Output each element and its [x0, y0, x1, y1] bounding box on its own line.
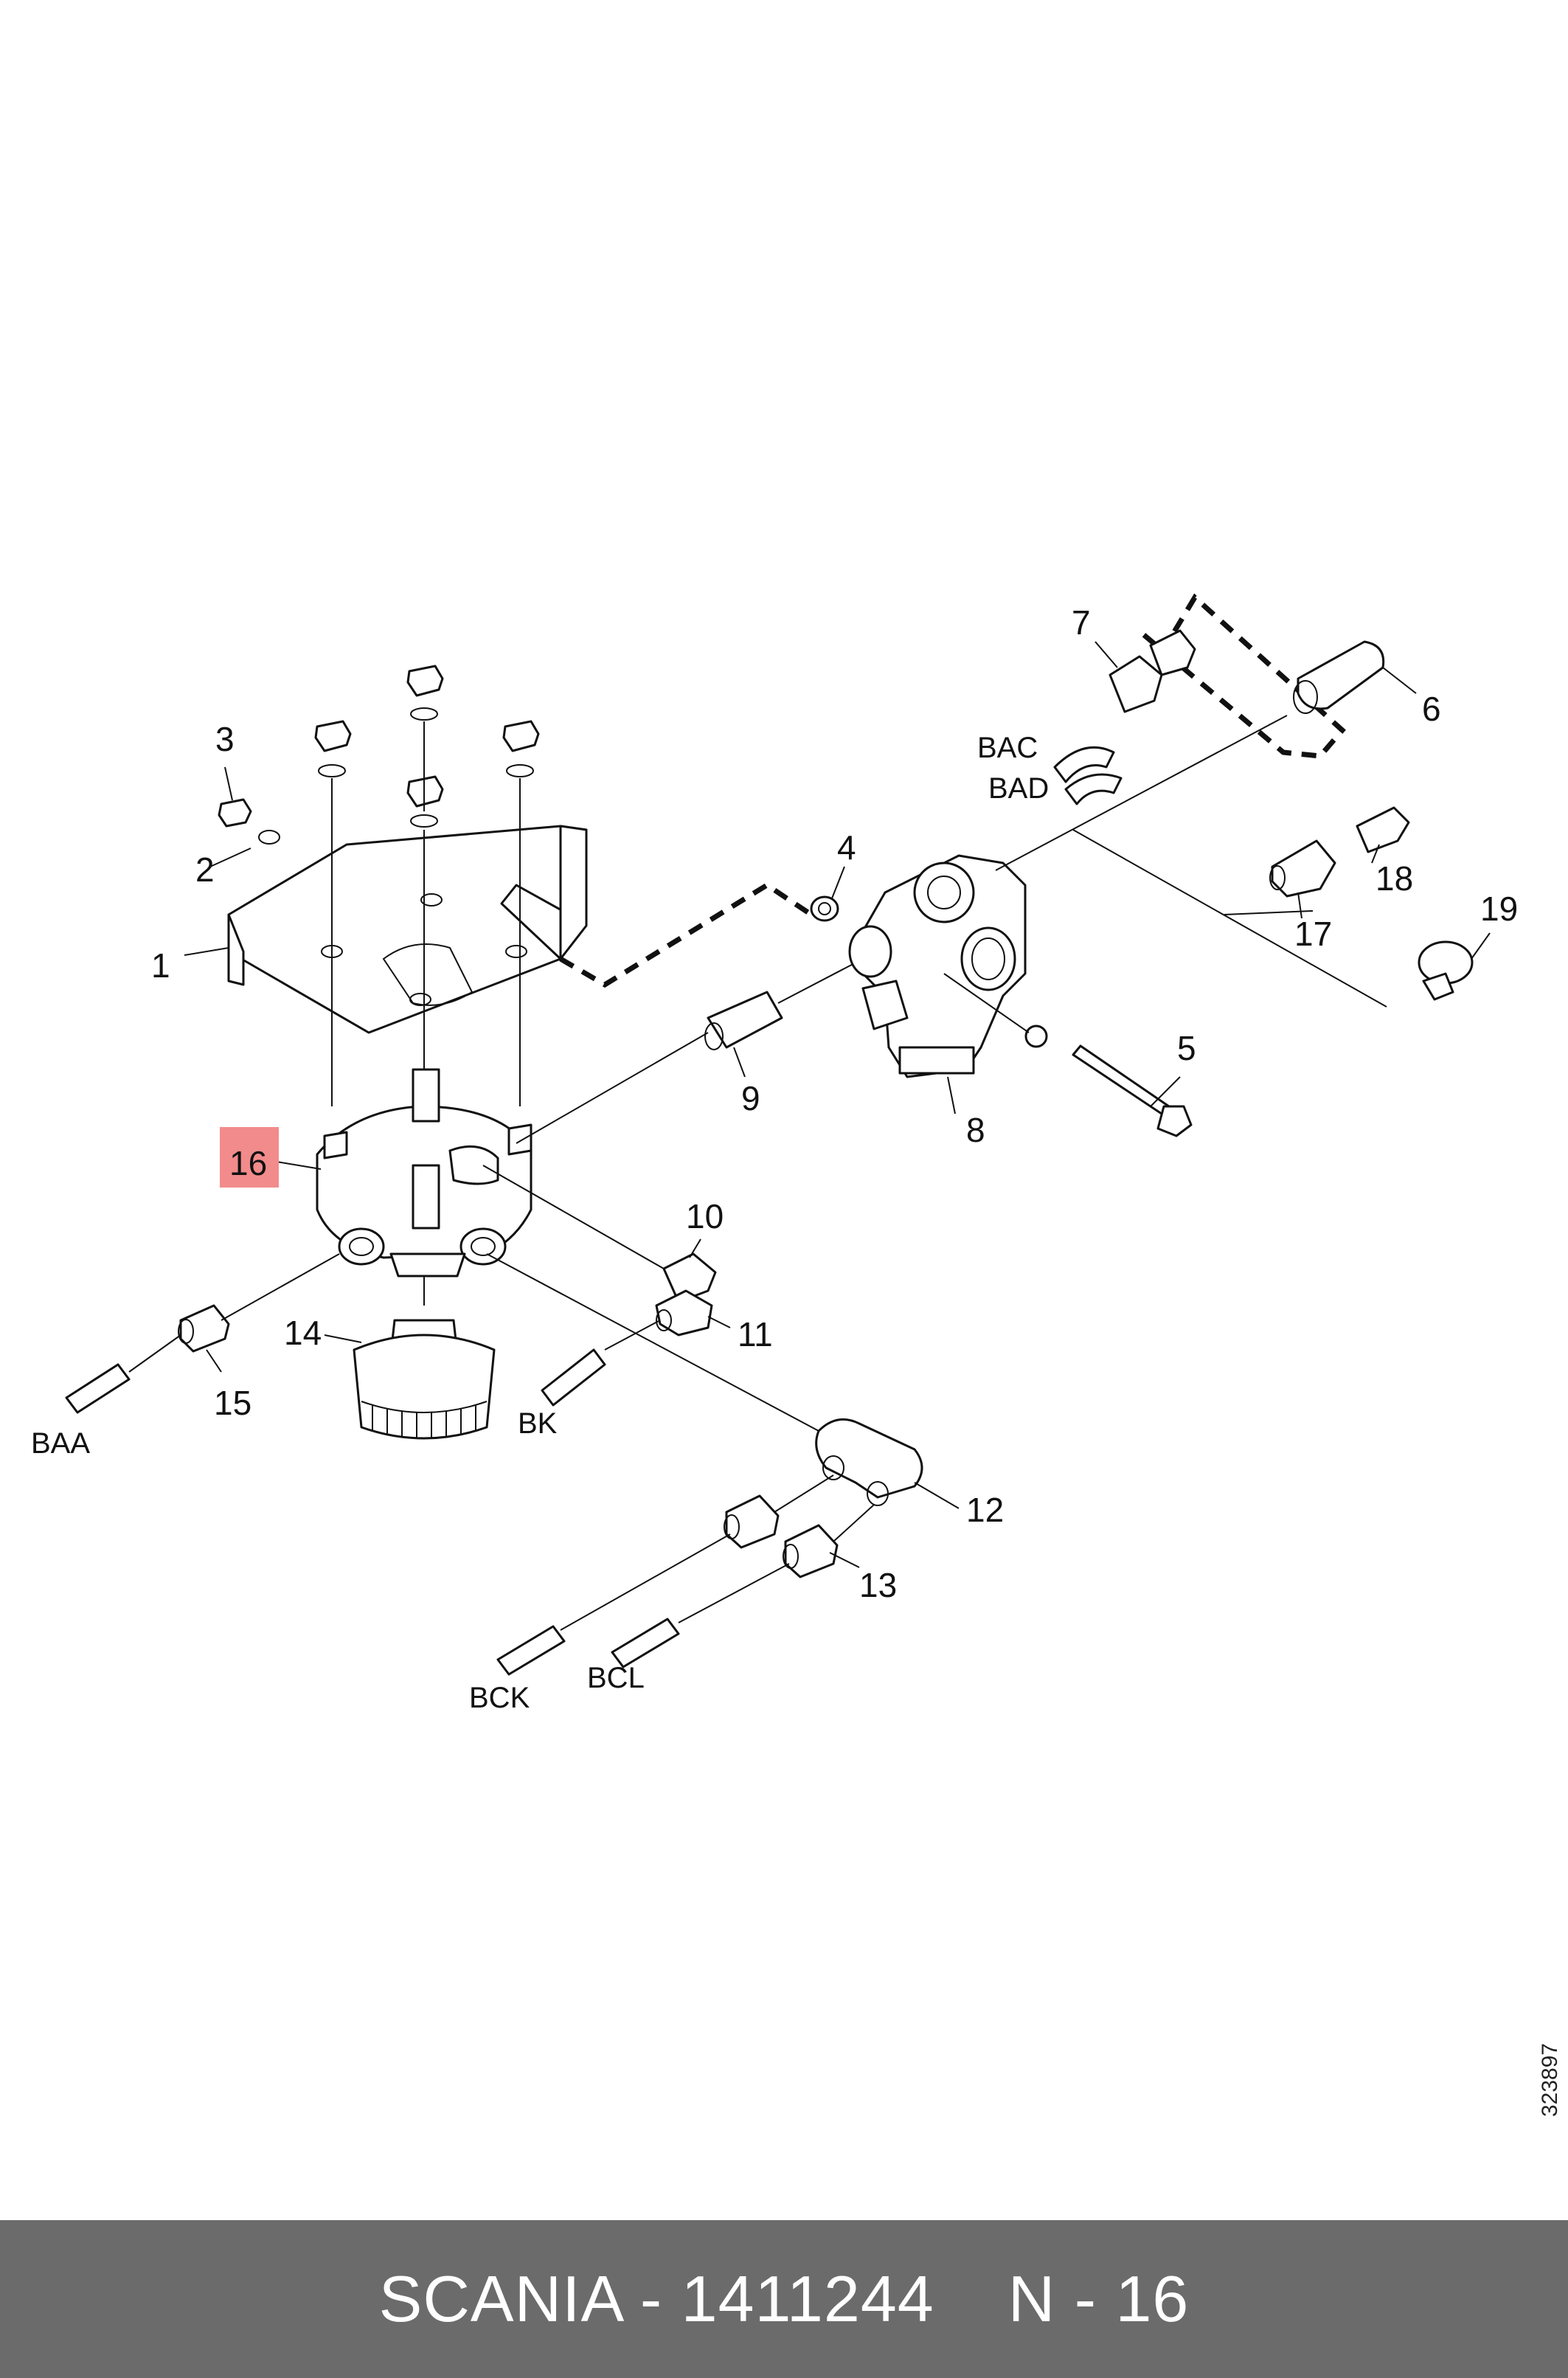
connection-bac: BAC — [977, 732, 1038, 764]
callout-leaders — [184, 641, 1491, 1568]
callout-2: 2 — [195, 850, 215, 889]
callout-9: 9 — [741, 1079, 760, 1117]
highlight-box-16 — [220, 1127, 279, 1188]
fittings-part-13 — [496, 1474, 875, 1676]
relay-valve-part-16 — [316, 1068, 533, 1278]
callout-4: 4 — [837, 828, 856, 867]
callout-12: 12 — [966, 1491, 1004, 1529]
connection-bk: BK — [518, 1407, 558, 1440]
callout-8: 8 — [966, 1111, 985, 1149]
connection-bcl: BCL — [587, 1662, 645, 1694]
callout-6: 6 — [1422, 690, 1441, 728]
fitting-part-7 — [1053, 629, 1196, 805]
callout-3: 3 — [215, 720, 235, 758]
fittings-part-17-18-19 — [1072, 806, 1474, 1008]
callout-15: 15 — [214, 1384, 251, 1422]
document-number: 323897 — [1538, 2042, 1562, 2117]
footer-bar: SCANIA - 1411244 N - 16 — [0, 2220, 1568, 2378]
connection-labels: BAA BK BCK BCL BAC BAD — [31, 732, 1049, 1714]
tee-part-12 — [486, 1253, 923, 1506]
bolt-part-5 — [943, 973, 1193, 1137]
connection-baa: BAA — [31, 1427, 90, 1460]
bracket-nuts — [314, 665, 540, 1210]
connection-bck: BCK — [469, 1682, 530, 1714]
callout-7: 7 — [1072, 603, 1091, 642]
callout-labels: 1 2 3 4 5 6 7 8 9 10 11 12 13 14 15 16 1… — [151, 603, 1518, 1604]
fittings-part-10-11 — [482, 1165, 717, 1407]
exploded-parts-diagram: 1 2 3 4 5 6 7 8 9 10 11 12 13 14 15 16 1… — [31, 593, 1518, 1714]
footer-brand-part: SCANIA - 1411244 — [378, 2262, 934, 2335]
silencer-part-14 — [353, 1276, 496, 1440]
callout-10: 10 — [686, 1197, 724, 1235]
callout-1: 1 — [151, 946, 170, 985]
callout-19: 19 — [1480, 890, 1518, 928]
elbow-pipe-part-6 — [995, 593, 1385, 871]
callout-11: 11 — [738, 1315, 773, 1353]
nut-part-3 — [218, 798, 280, 845]
valve-body-part-8 — [848, 854, 1027, 1078]
callout-14: 14 — [284, 1314, 322, 1352]
footer-position: N - 16 — [1007, 2262, 1190, 2335]
fitting-part-15 — [65, 1253, 340, 1414]
adapter-part-9 — [516, 958, 864, 1144]
connection-bad: BAD — [988, 772, 1049, 805]
callout-13: 13 — [859, 1566, 897, 1604]
alignment-dash-bracket — [559, 881, 813, 988]
callout-5: 5 — [1177, 1029, 1196, 1067]
bracket-part-1 — [227, 825, 588, 1034]
callout-18: 18 — [1376, 859, 1413, 898]
callout-16: 16 — [229, 1144, 267, 1182]
callout-17: 17 — [1294, 915, 1332, 953]
washer-part-4 — [810, 895, 839, 922]
